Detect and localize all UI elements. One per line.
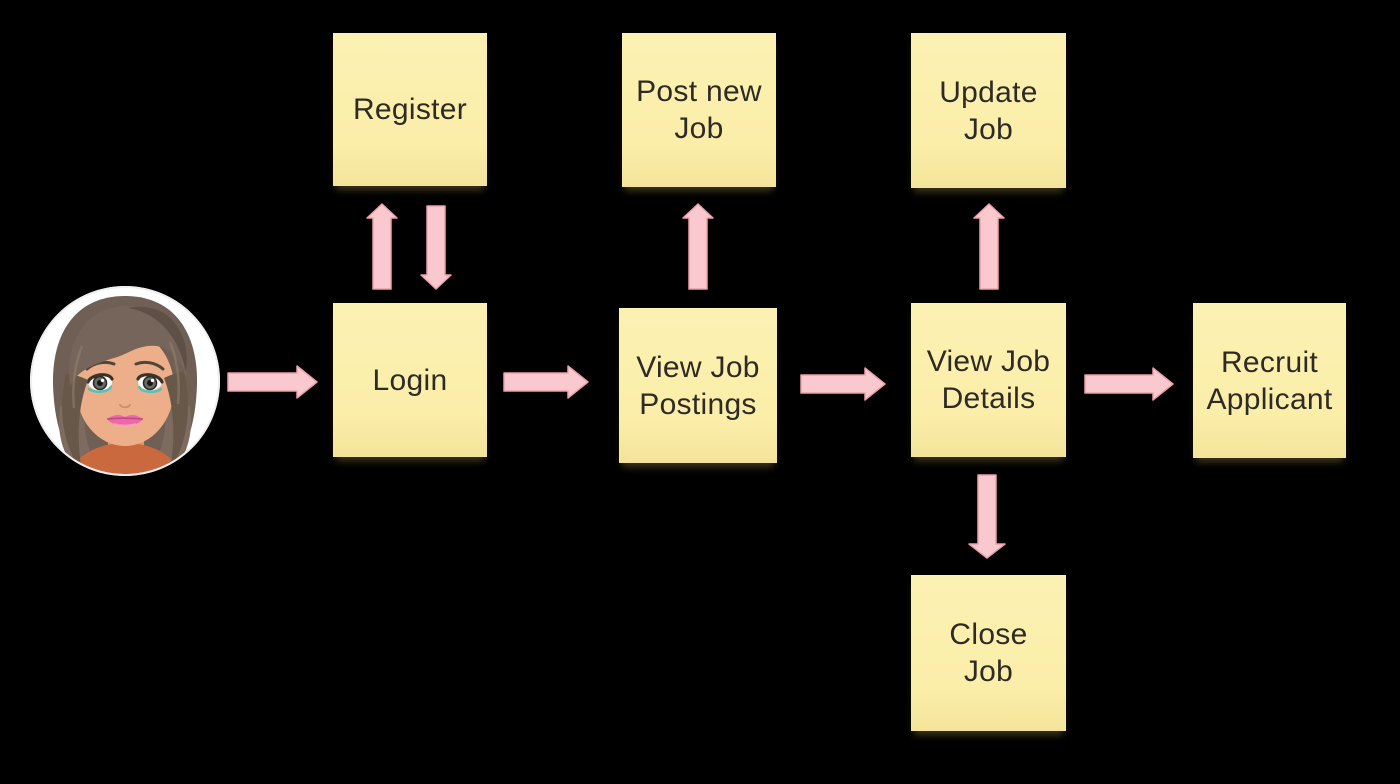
node-register: Register <box>333 33 487 186</box>
node-update-job: Update Job <box>911 33 1066 188</box>
node-post-new-job-label: Post new Job <box>636 75 762 145</box>
arrow-view-job-details-to-close-job <box>968 474 1006 559</box>
node-recruit-applicant: Recruit Applicant <box>1193 303 1346 458</box>
node-view-job-details: View Job Details <box>911 303 1066 457</box>
user-avatar <box>30 286 220 476</box>
node-view-job-postings: View Job Postings <box>619 308 777 463</box>
arrow-view-job-postings-to-view-job-details <box>800 367 886 401</box>
woman-avatar-icon <box>30 286 220 476</box>
arrow-register-to-login <box>420 205 452 290</box>
node-login-label: Login <box>372 363 448 397</box>
node-update-job-label: Update Job <box>939 75 1038 146</box>
node-post-new-job: Post new Job <box>622 33 776 187</box>
arrow-login-to-view-job-postings <box>503 365 589 399</box>
node-view-job-postings-label: View Job Postings <box>636 350 760 421</box>
node-view-job-details-label: View Job Details <box>926 345 1051 415</box>
node-close-job-label: Close Job <box>949 618 1028 688</box>
node-recruit-applicant-label: Recruit Applicant <box>1206 345 1333 416</box>
node-close-job: Close Job <box>911 575 1066 731</box>
arrow-user-to-login <box>227 365 318 399</box>
node-register-label: Register <box>352 93 468 126</box>
node-login: Login <box>333 303 487 457</box>
arrow-login-to-register <box>366 203 398 290</box>
arrow-view-job-postings-to-post-new-job <box>682 203 714 290</box>
arrow-view-job-details-to-recruit-applicant <box>1084 367 1174 401</box>
arrow-view-job-details-to-update-job <box>973 203 1005 290</box>
